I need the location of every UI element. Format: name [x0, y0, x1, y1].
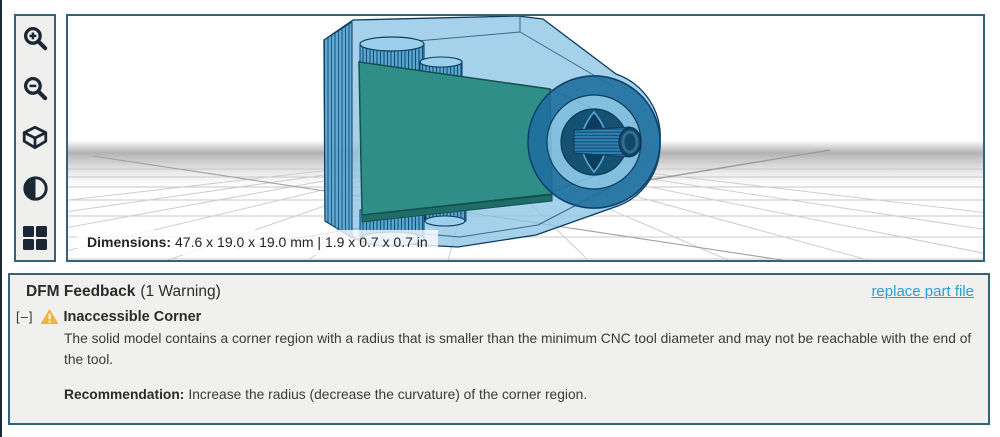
panel-title: DFM Feedback(1 Warning)	[26, 283, 221, 301]
zoom-in-icon	[23, 26, 47, 50]
dimensions-value: 47.6 x 19.0 x 19.0 mm | 1.9 x 0.7 x 0.7 …	[175, 234, 428, 250]
warning-description: The solid model contains a corner region…	[64, 331, 972, 367]
warning-row: [–] Inaccessible Corner	[16, 308, 974, 325]
collapse-toggle[interactable]: [–]	[16, 309, 34, 324]
zoom-out-icon	[23, 76, 47, 100]
zoom-out-button[interactable]	[20, 73, 50, 103]
isometric-view-button[interactable]	[20, 123, 50, 153]
cad-model	[323, 16, 661, 248]
quad-view-button[interactable]	[20, 223, 50, 253]
recommendation-text: Increase the radius (decrease the curvat…	[188, 387, 588, 402]
dimensions-readout: Dimensions:47.6 x 19.0 x 19.0 mm | 1.9 x…	[77, 230, 438, 255]
warning-triangle-icon	[41, 308, 59, 325]
warning-count: (1 Warning)	[140, 283, 221, 300]
quad-view-icon	[23, 226, 47, 250]
panel-header: DFM Feedback(1 Warning) replace part fil…	[26, 283, 974, 301]
replace-part-file-link[interactable]: replace part file	[871, 283, 974, 300]
dimensions-label: Dimensions:	[87, 234, 172, 250]
viewer-toolbar	[14, 14, 56, 262]
contrast-icon	[22, 175, 48, 201]
model-viewport[interactable]: Dimensions:47.6 x 19.0 x 19.0 mm | 1.9 x…	[66, 14, 985, 262]
panel-title-text: DFM Feedback	[26, 283, 136, 300]
screen-left-edge	[0, 0, 2, 437]
zoom-in-button[interactable]	[20, 23, 50, 53]
3d-scene-canvas	[68, 16, 983, 260]
dfm-feedback-panel: DFM Feedback(1 Warning) replace part fil…	[8, 273, 990, 425]
warning-title: Inaccessible Corner	[63, 308, 202, 325]
recommendation-label: Recommendation:	[64, 387, 185, 402]
isometric-view-icon	[22, 125, 48, 150]
recommendation: Recommendation:Increase the radius (decr…	[64, 387, 974, 402]
contrast-button[interactable]	[20, 173, 50, 203]
